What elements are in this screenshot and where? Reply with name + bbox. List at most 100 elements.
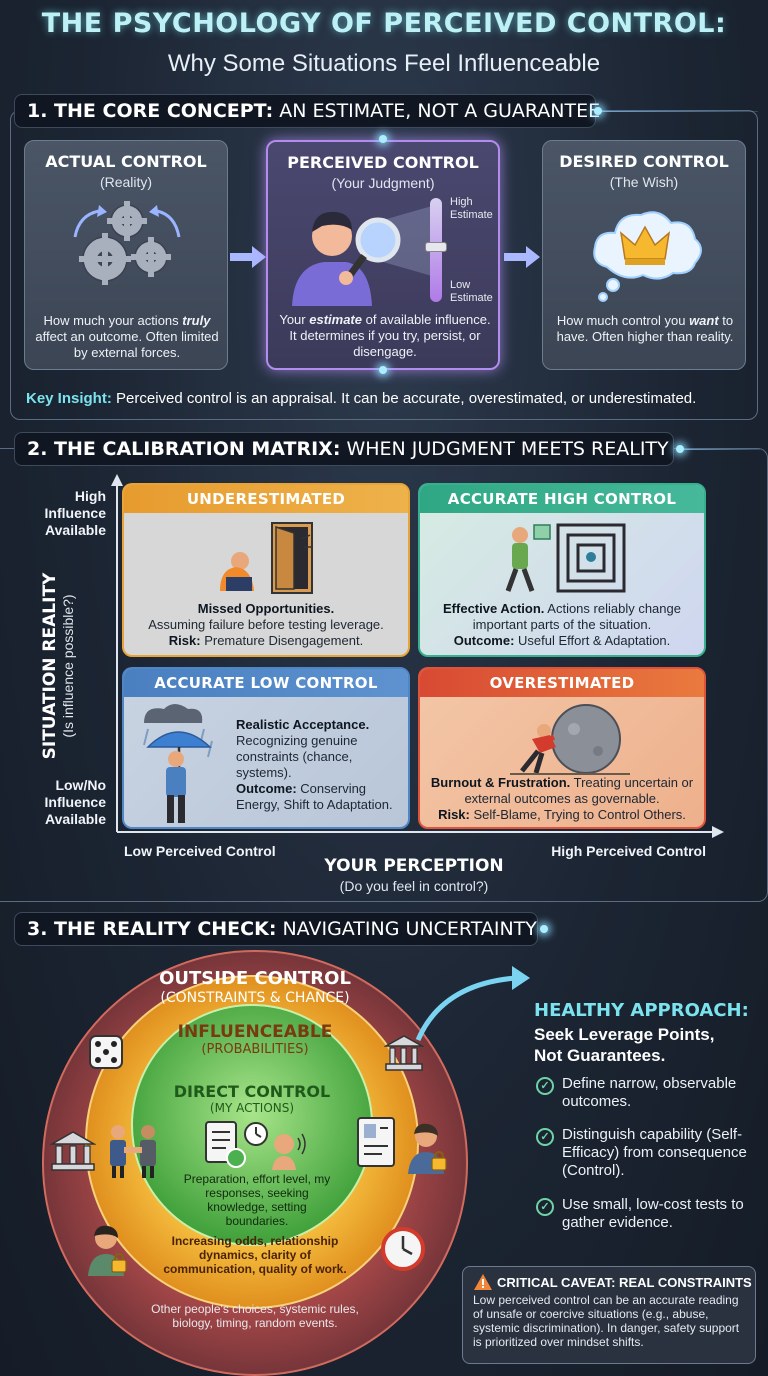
desc-text: to have. Often higher than reality. [556, 313, 734, 344]
x-axis-right-label: High Perceived Control [551, 843, 706, 859]
desc-text: How much your actions [43, 313, 183, 328]
x-axis-left-label: Low Perceived Control [124, 843, 276, 859]
critical-caveat-box: CRITICAL CAVEAT: REAL CONSTRAINTS Low pe… [462, 1266, 756, 1364]
key-insight-text: Perceived control is an appraisal. It ca… [111, 390, 697, 407]
quadrant-label: Risk: [168, 633, 201, 648]
slider-low-label: Low Estimate [450, 279, 493, 304]
clock-icon [381, 1227, 425, 1271]
middle-ring-title: INFLUENCEABLE [177, 1022, 333, 1042]
institution-building-icon [50, 1131, 96, 1171]
outer-ring-title: OUTSIDE CONTROL [159, 968, 351, 989]
card-title: DESIRED CONTROL [559, 152, 729, 171]
government-building-icon [384, 1035, 424, 1071]
page-subtitle: Why Some Situations Feel Influenceable [167, 50, 601, 77]
document-id-icon [357, 1117, 395, 1167]
y-axis-title: SITUATION REALITY (Is influence possible… [40, 546, 80, 786]
inner-ring-text: Preparation, effort level, my responses,… [183, 1172, 331, 1228]
matrix-axes [111, 474, 724, 838]
desc-text: How much control you [556, 313, 690, 328]
person-magnifier-icon [292, 206, 432, 306]
quadrant-label: Outcome: [453, 633, 515, 648]
quadrant-title: ACCURATE LOW CONTROL [124, 669, 408, 697]
section-heading-light: AN ESTIMATE, NOT A GUARANTEE [279, 100, 601, 122]
quadrant-label-text: Self-Blame, Trying to Control Others. [469, 807, 686, 822]
warning-icon [474, 1274, 492, 1290]
section-reality-check-heading: 3. THE REALITY CHECK: NAVIGATING UNCERTA… [14, 912, 538, 946]
person-maze-icon [505, 523, 626, 593]
section-heading-bold: 3. THE REALITY CHECK: [27, 918, 277, 940]
card-subtitle: (Your Judgment) [331, 175, 435, 191]
quadrant-lead: Effective Action. [443, 601, 545, 616]
person-pushing-boulder-icon [510, 704, 630, 775]
desc-emphasis: truly [182, 313, 211, 328]
quadrant-underestimated: UNDERESTIMATED Missed Opportunities. Ass… [122, 483, 410, 657]
quadrant-text: Recognizing genuine constraints (chance,… [236, 733, 358, 780]
x-axis-title: YOUR PERCEPTION [324, 856, 504, 876]
gears-icon [73, 201, 181, 285]
quadrant-title: ACCURATE HIGH CONTROL [420, 485, 704, 513]
quadrant-title: OVERESTIMATED [420, 669, 704, 697]
y-axis-title-text: SITUATION REALITY [40, 572, 60, 760]
card-description: How much your actions truly affect an ou… [31, 313, 223, 361]
y-axis-bottom-label: Low/No Influence Available [44, 777, 106, 827]
card-description: How much control you want to have. Often… [553, 313, 737, 345]
check-circle-icon: ✓ [536, 1077, 554, 1095]
card-subtitle: (Reality) [99, 174, 153, 190]
outer-ring-subtitle: (CONSTRAINTS & CHANCE) [160, 990, 350, 1006]
quadrant-lead: Burnout & Frustration. [430, 775, 571, 790]
checklist-item: Use small, low-cost tests to gather evid… [562, 1196, 744, 1231]
quadrant-overestimated: OVERESTIMATED Burnout & Frustration. Tre… [418, 667, 706, 829]
quadrant-label: Outcome: [236, 781, 297, 796]
card-title: ACTUAL CONTROL [45, 152, 207, 171]
section-heading-light: WHEN JUDGMENT MEETS REALITY [346, 438, 669, 460]
glow-dot [379, 135, 387, 143]
person-locked-icon [408, 1123, 447, 1174]
section-core-concept-heading: 1. THE CORE CONCEPT: AN ESTIMATE, NOT A … [14, 94, 600, 128]
glow-dot [379, 366, 387, 374]
quadrant-lead: Realistic Acceptance. [236, 717, 370, 732]
arrow-right-icon [504, 246, 540, 268]
page-title: THE PSYCHOLOGY OF PERCEIVED CONTROL: [41, 8, 727, 39]
checklist-item: Distinguish capability (Self-Efficacy) f… [562, 1126, 747, 1179]
desc-emphasis: want [689, 313, 719, 328]
quadrant-label: Risk: [438, 807, 470, 822]
curved-arrow-icon [415, 966, 530, 1041]
dice-icon [89, 1035, 123, 1069]
heading-connector-line [680, 449, 760, 450]
key-insight: Key Insight: Perceived control is an app… [26, 390, 756, 407]
quadrant-label-text: Useful Effort & Adaptation. [514, 633, 671, 648]
x-axis-subtitle: (Do you feel in control?) [339, 878, 489, 894]
person-locked-icon [88, 1225, 127, 1276]
section-heading-bold: 2. THE CALIBRATION MATRIX: [27, 438, 341, 460]
healthy-approach-title: HEALTHY APPROACH: [534, 1000, 749, 1021]
desc-text: of available influence. It determines if… [289, 312, 491, 359]
outer-ring-text: Other people's choices, systemic rules, … [151, 1302, 359, 1330]
person-umbrella-rain-icon [143, 704, 213, 823]
section-matrix-heading: 2. THE CALIBRATION MATRIX: WHEN JUDGMENT… [14, 432, 674, 466]
quadrant-accurate-high: ACCURATE HIGH CONTROL Effective Action. … [418, 483, 706, 657]
desc-emphasis: estimate [309, 312, 362, 327]
section-heading-light: NAVIGATING UNCERTAINTY [282, 918, 537, 940]
glow-dot [540, 925, 548, 933]
y-axis-subtitle: (Is influence possible?) [60, 594, 76, 738]
section-heading-bold: 1. THE CORE CONCEPT: [27, 100, 274, 122]
inner-ring-title: DIRECT CONTROL [173, 1082, 331, 1101]
quadrant-label-text: Conserving Energy, Shift to Adaptation. [236, 781, 393, 812]
actions-checklist-icon [205, 1121, 306, 1170]
thought-cloud-crown-icon [593, 211, 702, 302]
check-circle-icon: ✓ [536, 1198, 554, 1216]
card-subtitle: (The Wish) [609, 174, 679, 190]
arrow-right-icon [230, 246, 266, 268]
card-actual-control: ACTUAL CONTROL (Reality) How much your a… [24, 140, 228, 370]
handshake-icon [110, 1125, 156, 1178]
desc-text: Your [279, 312, 310, 327]
desc-text: affect an outcome. Often limited by exte… [35, 329, 219, 360]
quadrant-text: Assuming failure before testing leverage… [148, 617, 384, 632]
card-title: PERCEIVED CONTROL [287, 153, 479, 172]
card-perceived-control: PERCEIVED CONTROL (Your Judgment) High E… [266, 140, 500, 370]
key-insight-label: Key Insight: [26, 390, 112, 407]
quadrant-body: Burnout & Frustration. Treating uncertai… [426, 775, 698, 823]
y-axis-top-label: High Influence Available [44, 488, 106, 538]
slider-high-label: High Estimate [450, 196, 493, 221]
glow-dot [594, 107, 602, 115]
